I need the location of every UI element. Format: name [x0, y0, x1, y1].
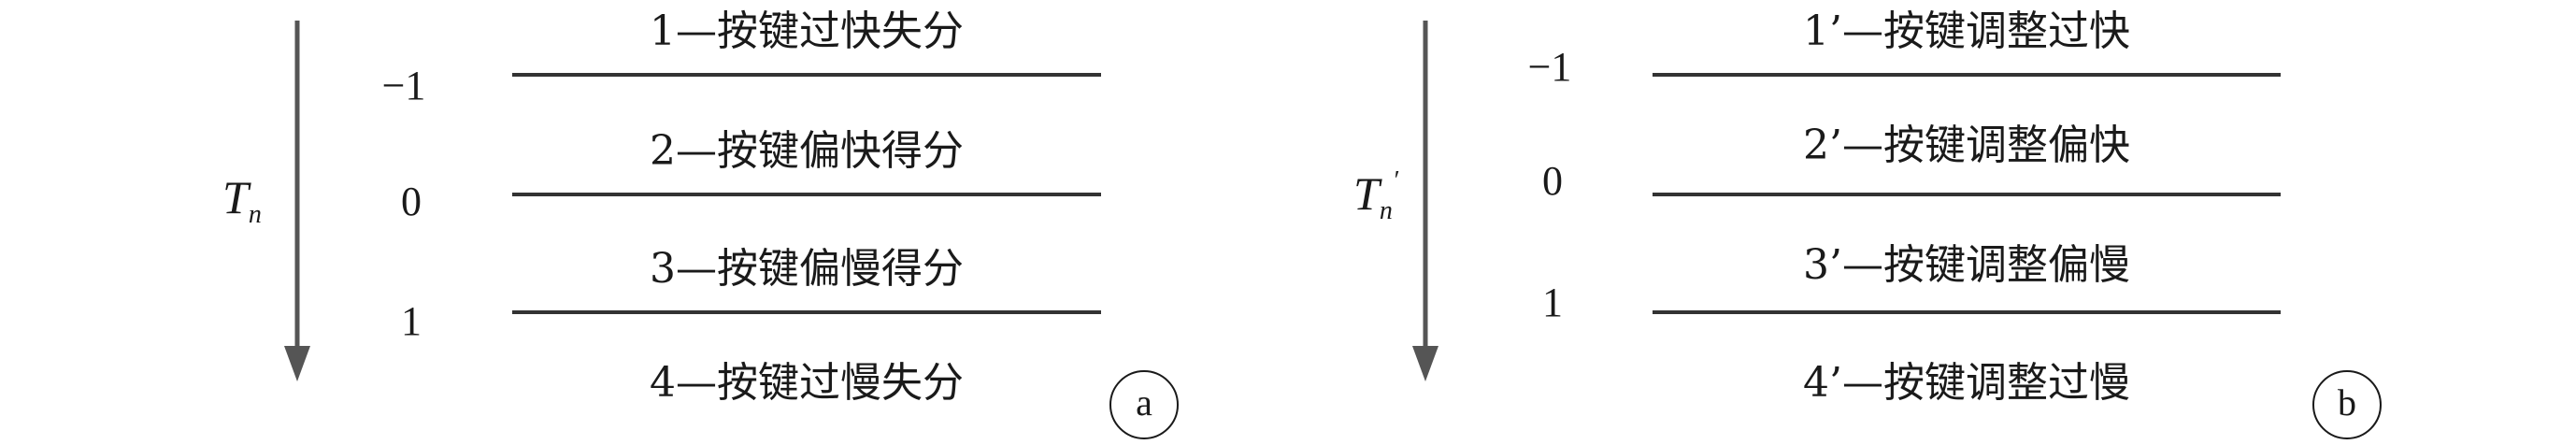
- panel-a-level-0: 0: [401, 179, 422, 224]
- panel-a-axis-variable: T: [222, 171, 249, 223]
- panel-b-axis-subscript: n: [1379, 196, 1393, 225]
- panel-a-axis-label: Tn: [222, 174, 262, 228]
- panel-b-axis-variable: T: [1353, 167, 1380, 220]
- panel-b-axis-prime: ′: [1392, 166, 1398, 195]
- panel-b-region-3: 3’—按键调整偏慢: [1803, 241, 2130, 289]
- panel-a-region-1: 1—按键过快失分: [650, 7, 964, 55]
- panel-b-level-1: 1: [1542, 280, 1563, 325]
- panel-a-region-4: 4—按键过慢失分: [650, 359, 964, 407]
- panel-b-region-1: 1’—按键调整过快: [1803, 7, 2130, 55]
- panel-a-level-1: 1: [401, 298, 422, 344]
- panel-a-level-minus-1: −1: [381, 63, 426, 108]
- panel-b-arrow: [1412, 21, 1438, 381]
- panel-a-arrow: [284, 21, 310, 381]
- panel-b-badge: b: [2312, 370, 2382, 439]
- panel-b-level-0: 0: [1542, 158, 1563, 204]
- panel-a-region-2: 2—按键偏快得分: [650, 127, 964, 175]
- panel-a-axis-subscript: n: [248, 200, 262, 229]
- panel-b-axis-label: Tn′: [1353, 168, 1398, 224]
- panel-a-region-3: 3—按键偏慢得分: [650, 245, 964, 293]
- panel-b-region-2: 2’—按键调整偏快: [1803, 122, 2130, 169]
- panel-b-region-4: 4’—按键调整过慢: [1803, 359, 2130, 407]
- panel-b-level-minus-1: −1: [1527, 44, 1572, 90]
- panel-a-badge: a: [1109, 370, 1179, 439]
